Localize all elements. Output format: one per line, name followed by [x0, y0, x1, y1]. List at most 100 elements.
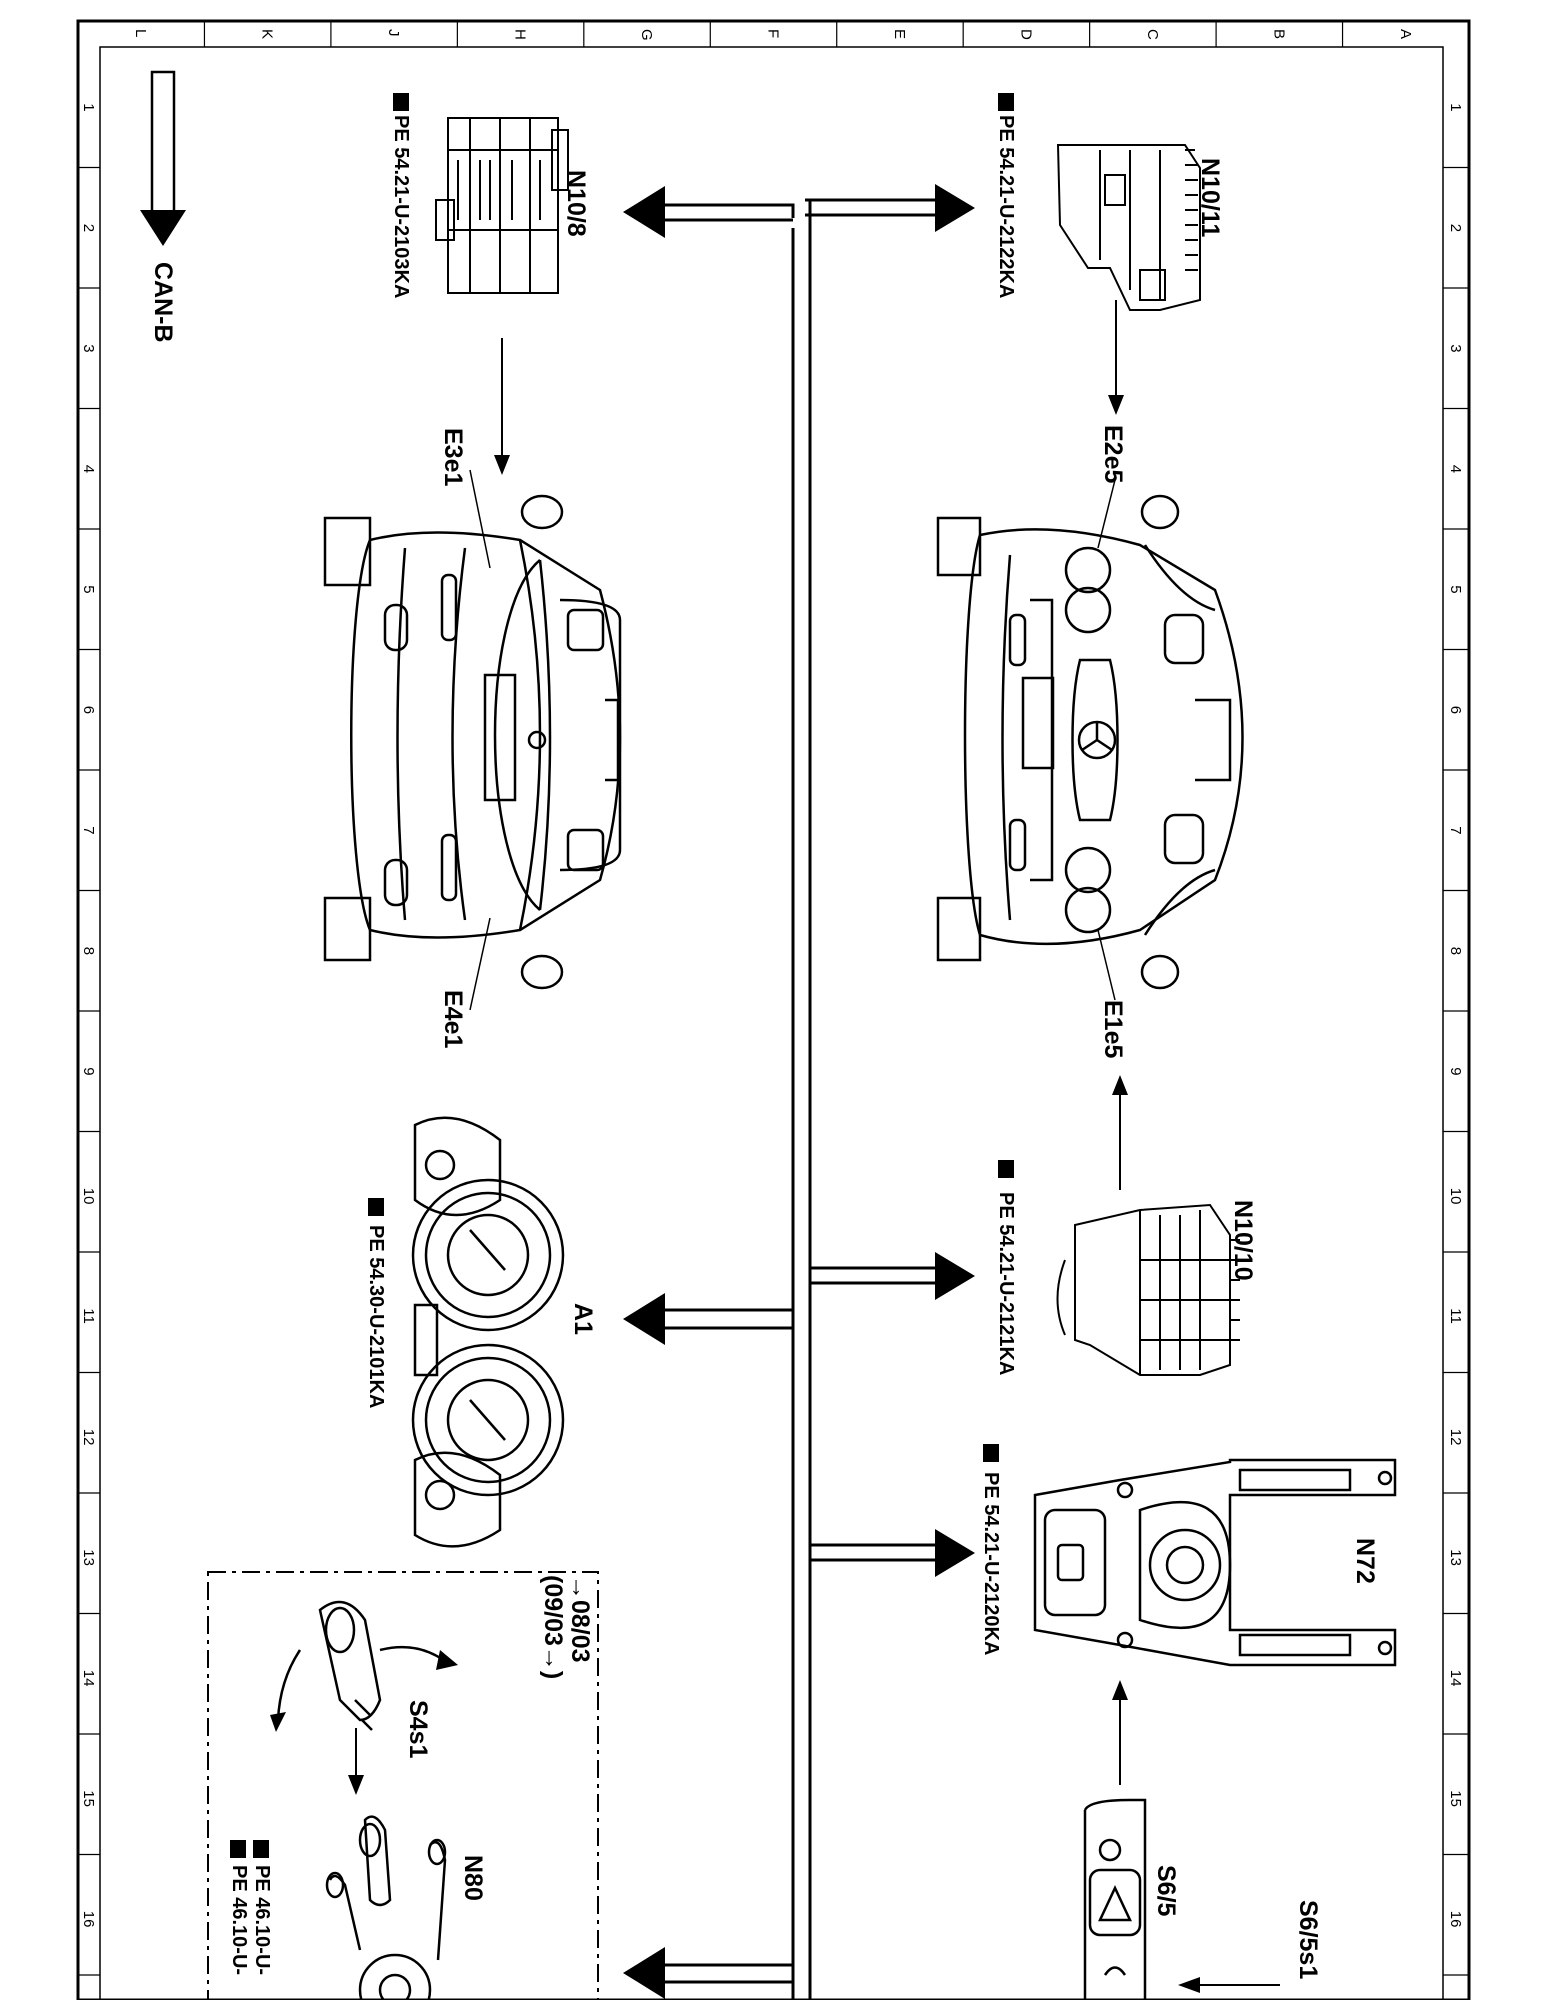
grid-row-label: 4	[1447, 465, 1464, 473]
n10-10-ref: PE 54.21-U-2121KA	[995, 1192, 1017, 1375]
a1-label: A1	[569, 1303, 597, 1335]
can-b-legend: CAN-B	[140, 70, 186, 343]
arrow-s4s1-right	[436, 1650, 458, 1670]
n10-11-label: N10/11	[1196, 158, 1224, 237]
grid-ticks	[78, 21, 1469, 1976]
grid-row-label: 5	[1447, 585, 1464, 593]
n10-11-ref: PE 54.21-U-2122KA	[995, 115, 1017, 298]
grid-column-label: G	[638, 29, 655, 41]
grid-column-label: A	[1397, 29, 1414, 39]
validity-line-1: →08/03	[566, 1575, 594, 1663]
n72-label: N72	[1351, 1538, 1379, 1584]
can-b-bus	[660, 196, 940, 2000]
grid-row-label: 6	[1447, 706, 1464, 714]
grid-row-label: 4	[80, 465, 97, 473]
arrow-left-s6-5	[1178, 1977, 1200, 1993]
n80-steering-column-module	[325, 1815, 447, 2005]
n10-8-ref: PE 54.21-U-2103KA	[390, 115, 412, 298]
grid-column-label: C	[1144, 29, 1161, 40]
arrow-up-n10-10	[1112, 1075, 1128, 1095]
a1-ref: PE 54.30-U-2101KA	[365, 1225, 387, 1408]
grid-column-label: F	[765, 29, 782, 38]
outer-frame	[76, 19, 1471, 2002]
arrow-down-n10-11	[1108, 395, 1124, 415]
grid-column-label: B	[1270, 29, 1287, 39]
e1e5-label: E1e5	[1099, 1000, 1127, 1058]
grid-row-label: 1	[1447, 103, 1464, 111]
grid-row-label: 8	[1447, 947, 1464, 955]
grid-row-label: 1	[80, 103, 97, 111]
n10-10-label: N10/10	[1229, 1200, 1257, 1281]
grid-column-label: H	[512, 29, 529, 40]
book-icon	[998, 1160, 1014, 1178]
e4e1-label: E4e1	[439, 990, 467, 1048]
grid-row-label: 7	[1447, 826, 1464, 834]
grid-row-label: 6	[80, 706, 97, 714]
grid-row-label: 9	[80, 1067, 97, 1075]
model-year-dashed-box	[207, 1571, 599, 2005]
book-icon	[368, 1198, 384, 1216]
front-car-view	[936, 494, 1244, 990]
arrow-down-n10-8	[494, 455, 510, 475]
grid-column-label: L	[132, 29, 149, 37]
s6-5-switch-panel	[1083, 1798, 1147, 2000]
n10-11-module	[1056, 144, 1201, 311]
rear-car-view	[323, 494, 622, 990]
grid-row-label: 3	[80, 344, 97, 352]
n80-label: N80	[459, 1855, 487, 1901]
a1-instrument-cluster	[411, 1116, 565, 1548]
grid-row-label: 16	[1447, 1911, 1464, 1928]
grid-column-label: K	[259, 29, 276, 39]
grid-row-label: 11	[80, 1308, 97, 1324]
n10-8-module	[435, 117, 569, 294]
s4s1-label: S4s1	[404, 1700, 432, 1758]
arrow-s4s1-left	[270, 1712, 286, 1732]
arrow-up-n72	[1112, 1680, 1128, 1700]
n10-10-module	[1056, 1203, 1240, 1376]
n72-ref: PE 54.21-U-2120KA	[980, 1472, 1002, 1655]
book-icon	[230, 1840, 246, 1858]
grid-row-label: 12	[1447, 1429, 1464, 1446]
grid-row-label: 14	[1447, 1670, 1464, 1687]
s6-5s1-label: S6/5s1	[1294, 1900, 1322, 1979]
grid-row-label: 15	[1447, 1790, 1464, 1807]
s6-5-label: S6/5	[1152, 1865, 1180, 1917]
bus-arrowheads	[623, 184, 975, 1999]
n72-control-panel	[1033, 1458, 1397, 1667]
grid-row-label: 5	[80, 585, 97, 593]
grid-row-label: 7	[80, 826, 97, 834]
grid-row-label: 2	[80, 224, 97, 232]
grid-row-label: 2	[1447, 224, 1464, 232]
book-icon	[393, 93, 409, 111]
grid-row-label: 15	[80, 1790, 97, 1807]
book-icon	[253, 1840, 269, 1858]
arrow-down-s4s1	[348, 1775, 364, 1795]
validity-line-2: (09/03→)	[539, 1575, 567, 1679]
grid-row-label: 16	[80, 1911, 97, 1928]
grid-row-label: 10	[1447, 1188, 1464, 1205]
grid-row-label: 9	[1447, 1067, 1464, 1075]
can-b-label: CAN-B	[149, 262, 177, 343]
e3e1-label: E3e1	[439, 428, 467, 486]
grid-column-label: D	[1017, 29, 1034, 40]
grid-row-label: 13	[1447, 1549, 1464, 1566]
grid-row-label: 10	[80, 1188, 97, 1205]
inner-frame	[99, 46, 1444, 2001]
grid-row-label: 13	[80, 1549, 97, 1566]
n80-ref-1: PE 46.10-U-	[251, 1865, 273, 1975]
grid-row-label: 12	[80, 1429, 97, 1446]
grid-row-label: 3	[1447, 344, 1464, 352]
e2e5-label: E2e5	[1099, 425, 1127, 483]
grid-row-label: 8	[80, 947, 97, 955]
grid-row-label: 11	[1447, 1308, 1464, 1324]
book-icon	[983, 1444, 999, 1462]
grid-column-label: J	[385, 29, 402, 37]
n10-8-label: N10/8	[562, 170, 590, 237]
grid-row-label: 14	[80, 1670, 97, 1687]
n80-ref-2: PE 46.10-U-	[228, 1865, 250, 1975]
grid-column-label: E	[891, 29, 908, 39]
book-icon	[998, 93, 1014, 111]
